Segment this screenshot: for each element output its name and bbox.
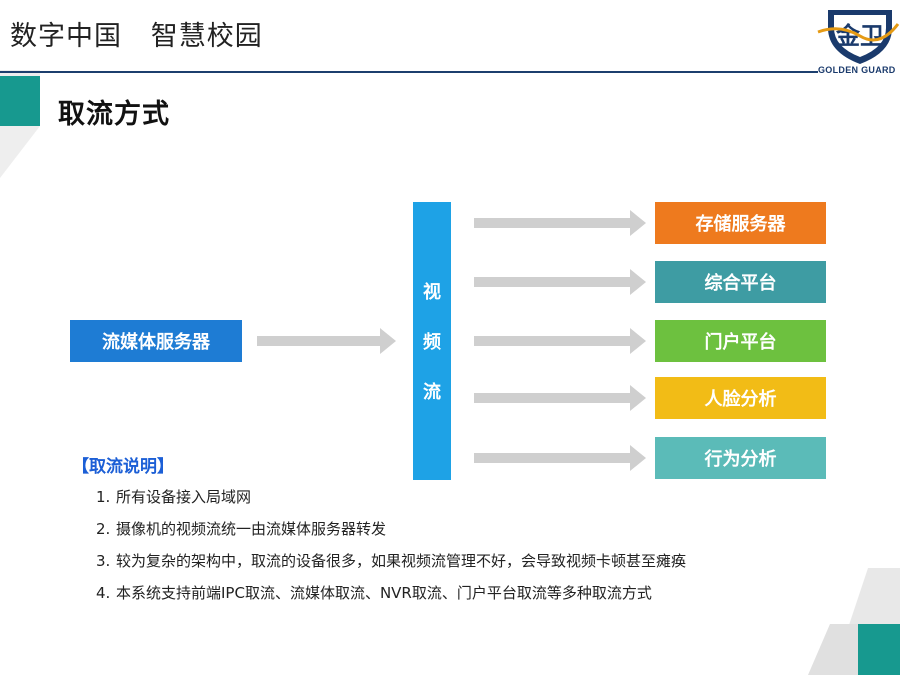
target-box-portal-platform: 门户平台 [655,320,826,362]
arrow-to-target-3 [474,328,646,354]
logo-caption: GOLDEN GUARD [818,65,896,75]
header-divider [0,71,818,73]
video-stream-bar: 视 频 流 [413,202,451,480]
teal-accent-bar [0,76,40,126]
note-item: 3. 较为复杂的架构中，取流的设备很多，如果视频流管理不好，会导致视频卡顿甚至瘫痪 [96,550,686,571]
page-title: 取流方式 [58,99,170,130]
note-number: 2. [96,520,111,538]
note-item: 2. 摄像机的视频流统一由流媒体服务器转发 [96,518,386,539]
stream-char: 视 [423,282,441,303]
header-title: 数字中国 智慧校园 [10,21,263,52]
target-box-face-analysis: 人脸分析 [655,377,826,419]
note-text: 所有设备接入局域网 [116,488,252,506]
note-text: 较为复杂的架构中，取流的设备很多，如果视频流管理不好，会导致视频卡顿甚至瘫痪 [116,552,687,570]
note-item: 1. 所有设备接入局域网 [96,486,251,507]
stream-char: 频 [423,332,441,353]
arrow-to-target-1 [474,210,646,236]
target-box-storage-server: 存储服务器 [655,202,826,244]
note-text: 本系统支持前端IPC取流、流媒体取流、NVR取流、门户平台取流等多种取流方式 [116,584,652,602]
arrow-to-target-5 [474,445,646,471]
arrow-source-to-stream [257,328,396,354]
golden-guard-logo: 金卫 [817,10,900,64]
note-text: 摄像机的视频流统一由流媒体服务器转发 [116,520,387,538]
arrow-to-target-4 [474,385,646,411]
bottom-right-decoration [808,568,900,675]
source-box-streaming-server: 流媒体服务器 [70,320,242,362]
notes-title: 【取流说明】 [72,457,174,477]
arrow-to-target-2 [474,269,646,295]
stream-char: 流 [423,382,441,403]
note-number: 1. [96,488,111,506]
target-box-behavior-analysis: 行为分析 [655,437,826,479]
target-box-integrated-platform: 综合平台 [655,261,826,303]
note-number: 4. [96,584,111,602]
note-number: 3. [96,552,111,570]
note-item: 4. 本系统支持前端IPC取流、流媒体取流、NVR取流、门户平台取流等多种取流方式 [96,582,652,603]
